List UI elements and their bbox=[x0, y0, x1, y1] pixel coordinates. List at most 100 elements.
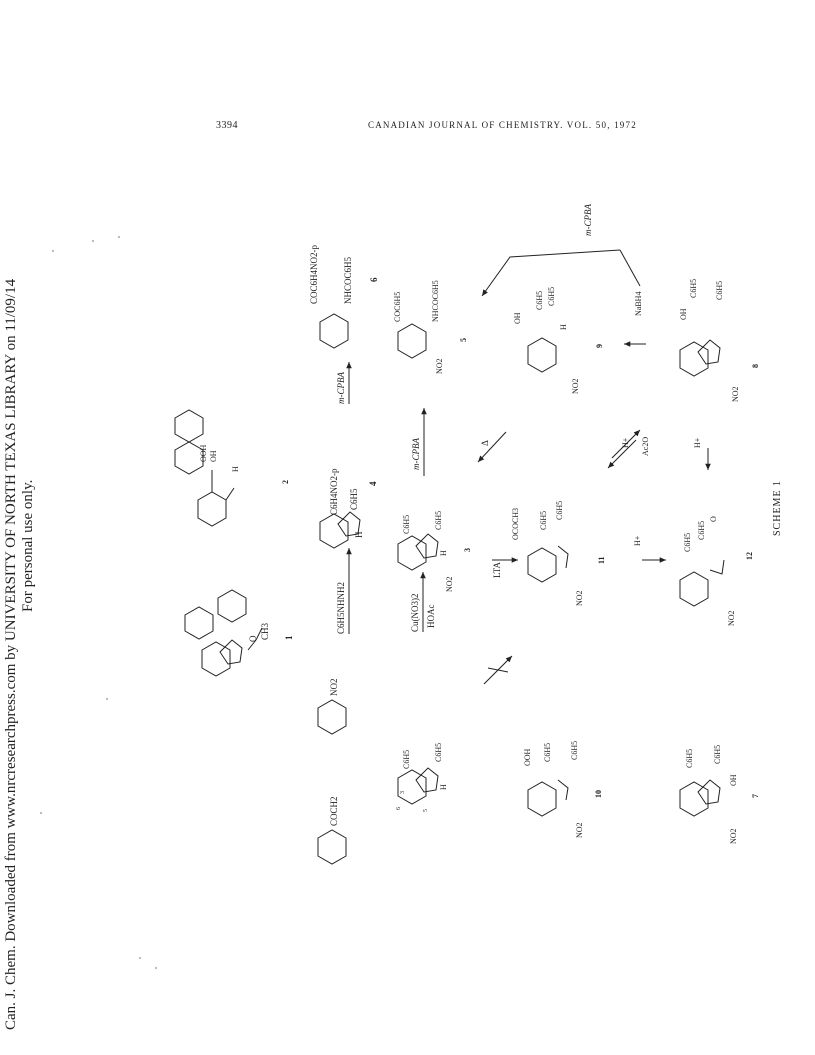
phenyl-label: C6H5 bbox=[434, 511, 443, 530]
compound-5 bbox=[397, 323, 427, 359]
reagent-mcpba-middle: m-CPBA bbox=[411, 438, 421, 470]
reagent-acid-eq: H+ bbox=[621, 437, 630, 448]
reagent-acetic-acid: HOAc bbox=[426, 605, 436, 629]
running-header: 3394 CANADIAN JOURNAL OF CHEMISTRY. VOL.… bbox=[0, 120, 815, 136]
nitrophenyl-ring bbox=[317, 699, 347, 735]
reaction-arrow-11-to-12: H+ bbox=[633, 535, 666, 563]
compound-number-10: 10 bbox=[594, 790, 603, 798]
nitro-label: NO2 bbox=[435, 358, 444, 374]
benzene-ring bbox=[319, 513, 349, 549]
phenyl-ring bbox=[217, 589, 247, 623]
benzene-ring bbox=[679, 341, 709, 377]
reagent-acid-11-12: H+ bbox=[633, 535, 642, 546]
nh-label: H bbox=[439, 784, 448, 790]
compound-number-12: 12 bbox=[745, 552, 754, 560]
reagent-copper-nitrate: Cu(NO3)2 bbox=[410, 594, 420, 633]
reagent-acid-8-12: H+ bbox=[693, 437, 702, 448]
phenyl-label: C6H5 bbox=[697, 521, 706, 540]
n-hydroxy-label: OH bbox=[729, 774, 738, 786]
benzene-ring bbox=[201, 641, 231, 677]
reagent-mcpba-top: m-CPBA bbox=[336, 372, 346, 404]
nitrophenyl-substituent: C6H4NO2-p bbox=[329, 468, 339, 515]
indole-starting bbox=[397, 767, 439, 805]
nh-label: H bbox=[231, 466, 240, 472]
compound-12 bbox=[679, 559, 725, 607]
phenyl-label: C6H5 bbox=[539, 511, 548, 530]
methyl-label: CH3 bbox=[260, 622, 270, 640]
benzamido-label: NHCOC6H5 bbox=[431, 280, 440, 322]
compound-3-labels: C6H5 C6H5 H NO2 3 bbox=[402, 511, 472, 592]
compound-5-labels: COC6H5 NHCOC6H5 NO2 5 bbox=[393, 280, 468, 374]
compound-6-labels: COC6H4NO2-p NHCOC6H5 6 bbox=[309, 244, 379, 304]
carbonyl-o: O bbox=[709, 516, 718, 522]
compound-number-7: 7 bbox=[751, 794, 760, 798]
compound-7 bbox=[679, 779, 721, 817]
compound-2 bbox=[174, 409, 235, 527]
scan-speck bbox=[118, 236, 120, 238]
compound-4 bbox=[319, 511, 361, 549]
scan-speck bbox=[52, 250, 54, 252]
compound-4-labels: C6H4NO2-p C6H5 H 4 bbox=[329, 468, 378, 538]
compound-number-2: 2 bbox=[281, 480, 290, 484]
benzene-ring bbox=[319, 313, 349, 349]
benzoyl-label: COC6H5 bbox=[393, 292, 402, 322]
benzamido-label: NHCOC6H5 bbox=[343, 256, 353, 304]
reagent-lta: LTA bbox=[492, 562, 502, 578]
benzene-ring bbox=[527, 781, 557, 817]
hydroxy-label: OH bbox=[513, 312, 522, 324]
benzyl-ketone-label: COCH2 bbox=[329, 796, 339, 826]
ring-position-5: 5 bbox=[423, 809, 429, 812]
phenyl-label: C6H5 bbox=[683, 533, 692, 552]
reagent-heat: Δ bbox=[480, 440, 490, 446]
reaction-arrow-lta: LTA bbox=[492, 557, 518, 578]
compound-9-labels: OH C6H5 C6H5 H NO2 9 bbox=[513, 287, 604, 394]
phenyl-label: C6H5 bbox=[535, 291, 544, 310]
benzene-ring bbox=[679, 781, 709, 817]
equilibrium-arrows bbox=[607, 429, 641, 469]
benzene-ring bbox=[679, 571, 709, 607]
compound-6 bbox=[319, 313, 349, 349]
reaction-arrow-phenylhydrazine: C6H5NHNH2 bbox=[336, 548, 352, 634]
nitro-label: NO2 bbox=[329, 679, 339, 697]
nitro-label: NO2 bbox=[731, 386, 740, 402]
phenyl-label: C6H5 bbox=[570, 741, 579, 760]
scan-speck bbox=[155, 967, 157, 969]
nitro-label: NO2 bbox=[729, 828, 738, 844]
nh-label: H bbox=[439, 550, 448, 556]
reaction-arrow-4-to-6: m-CPBA bbox=[336, 362, 352, 404]
compound-1-labels: O CH3 1 bbox=[248, 622, 294, 642]
phenyl-label: C6H5 bbox=[547, 287, 556, 306]
benzene-ring bbox=[317, 829, 347, 865]
compound-number-8: 8 bbox=[751, 364, 760, 368]
reagent-phenylhydrazine: C6H5NHNH2 bbox=[336, 582, 346, 634]
ring-position-6: 6 bbox=[396, 807, 402, 810]
compound-10-labels: OOH C6H5 C6H5 NO2 10 bbox=[523, 741, 603, 838]
scan-speck bbox=[139, 957, 141, 959]
nh-label: H bbox=[354, 531, 364, 538]
starting-ketone-labels: COCH2 NO2 bbox=[329, 679, 339, 827]
nitro-label: NO2 bbox=[575, 590, 584, 606]
phenyl-label: C6H5 bbox=[685, 749, 694, 768]
nitrobenzoyl-label: COC6H4NO2-p bbox=[309, 244, 319, 304]
compound-number-6: 6 bbox=[369, 277, 379, 282]
reagent-nabh4: NaBH4 bbox=[634, 292, 643, 316]
phenyl-label: C6H5 bbox=[555, 501, 564, 520]
hydroxy-label: OH bbox=[209, 450, 218, 462]
benzene-ring bbox=[527, 337, 557, 373]
compound-10 bbox=[527, 779, 569, 817]
reaction-arrow-nabh4: NaBH4 bbox=[624, 292, 646, 347]
benzene-ring bbox=[397, 323, 427, 359]
phenyl-ring bbox=[174, 409, 204, 443]
phenyl-ring bbox=[184, 606, 214, 640]
ring-position-3: 3 bbox=[400, 791, 406, 794]
compound-number-3: 3 bbox=[463, 548, 472, 552]
compound-7-labels: C6H5 C6H5 OH NO2 7 bbox=[685, 745, 760, 844]
benzene-ring bbox=[397, 769, 427, 805]
benzene-ring bbox=[527, 547, 557, 583]
bridge-arrow bbox=[481, 249, 641, 297]
phenyl-label: C6H5 bbox=[402, 515, 411, 534]
scan-speck bbox=[106, 698, 108, 700]
acetoxy-label: OCOCH3 bbox=[511, 508, 520, 540]
reagent-mcpba-bridge: m-CPBA bbox=[583, 204, 593, 236]
nitro-label: NO2 bbox=[571, 378, 580, 394]
